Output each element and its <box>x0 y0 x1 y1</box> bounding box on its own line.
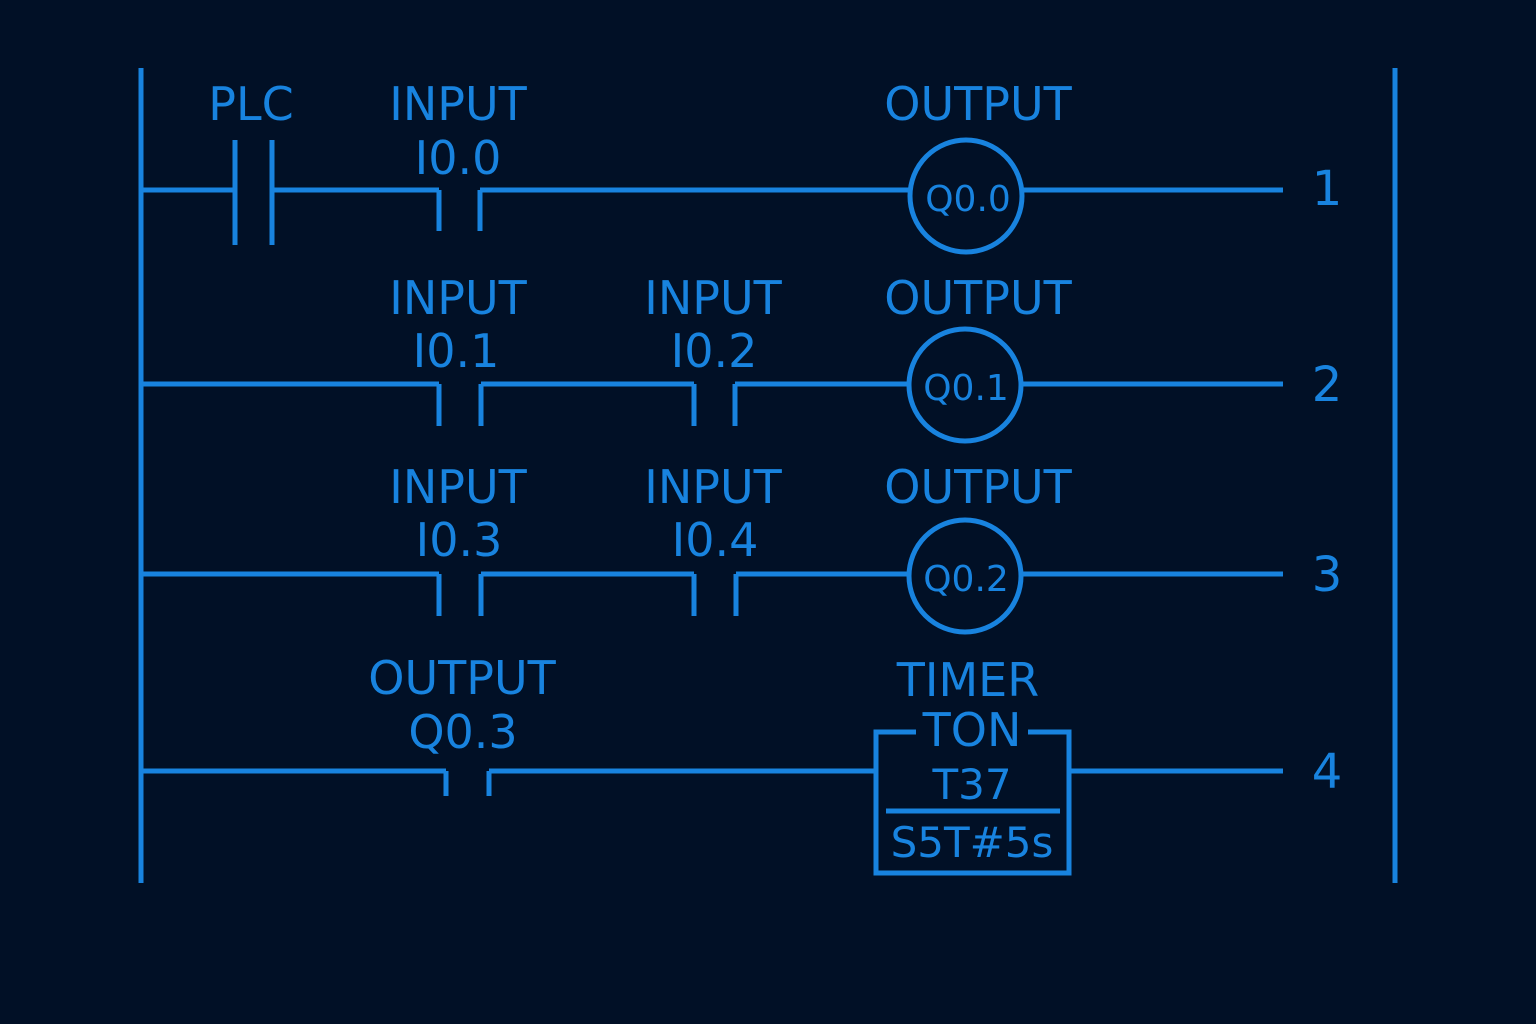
rung-1-contact-1-type: INPUT <box>389 77 527 131</box>
rung-2-contact-1-type: INPUT <box>389 271 527 325</box>
rung-3-contact-2-symbol <box>691 574 739 616</box>
rung-2-coil-address: Q0.1 <box>923 368 1009 409</box>
rung-2: INPUT I0.1 INPUT I0.2 OUTPUT Q0.1 2 <box>141 271 1343 444</box>
rung-1-coil-type: OUTPUT <box>884 77 1072 131</box>
rung-2-coil-type: OUTPUT <box>884 271 1072 325</box>
rung-4-contact-1-address: Q0.3 <box>408 705 517 759</box>
rung-4: OUTPUT Q0.3 TIMER TON T37 S5T#5s 4 <box>141 651 1343 876</box>
rung-2-contact-1-symbol <box>436 384 484 426</box>
rung-3-contact-2-address: I0.4 <box>672 513 759 567</box>
timer-name: T37 <box>931 760 1011 809</box>
rung-4-number: 4 <box>1312 744 1343 800</box>
rung-3-contact-1-symbol <box>436 574 484 616</box>
timer-preset: S5T#5s <box>891 818 1054 867</box>
rung-1-contact-1-address: I0.0 <box>415 131 502 185</box>
plc-contact-symbol <box>232 140 275 245</box>
rung-3-contact-1-address: I0.3 <box>416 513 503 567</box>
rung-1-coil-symbol <box>907 137 1025 255</box>
rung-3-contact-1-type: INPUT <box>389 460 527 514</box>
timer-block: TON T37 S5T#5s <box>873 703 1072 876</box>
timer-kind: TON <box>922 703 1022 757</box>
rung-2-contact-1-address: I0.1 <box>413 324 500 378</box>
rung-3-contact-2-type: INPUT <box>644 460 782 514</box>
rung-3-coil-address: Q0.2 <box>923 559 1009 600</box>
rung-4-contact-1-symbol <box>443 771 492 796</box>
rung-1: PLC INPUT I0.0 OUTPUT Q0.0 1 <box>141 77 1343 255</box>
rung-1-contact-1-symbol <box>436 190 483 231</box>
rung-2-contact-2-type: INPUT <box>644 271 782 325</box>
rung-1-coil-address: Q0.0 <box>925 179 1011 220</box>
rung-4-contact-1-type: OUTPUT <box>368 651 556 705</box>
rung-3: INPUT I0.3 INPUT I0.4 OUTPUT Q0.2 3 <box>141 460 1343 635</box>
timer-label: TIMER <box>896 653 1039 707</box>
rung-2-contact-2-address: I0.2 <box>671 324 758 378</box>
rung-2-contact-2-symbol <box>691 384 738 426</box>
rung-3-coil-type: OUTPUT <box>884 460 1072 514</box>
plc-label: PLC <box>208 77 294 131</box>
rung-2-number: 2 <box>1312 357 1343 413</box>
rung-3-number: 3 <box>1312 547 1343 603</box>
rung-1-number: 1 <box>1312 161 1343 217</box>
